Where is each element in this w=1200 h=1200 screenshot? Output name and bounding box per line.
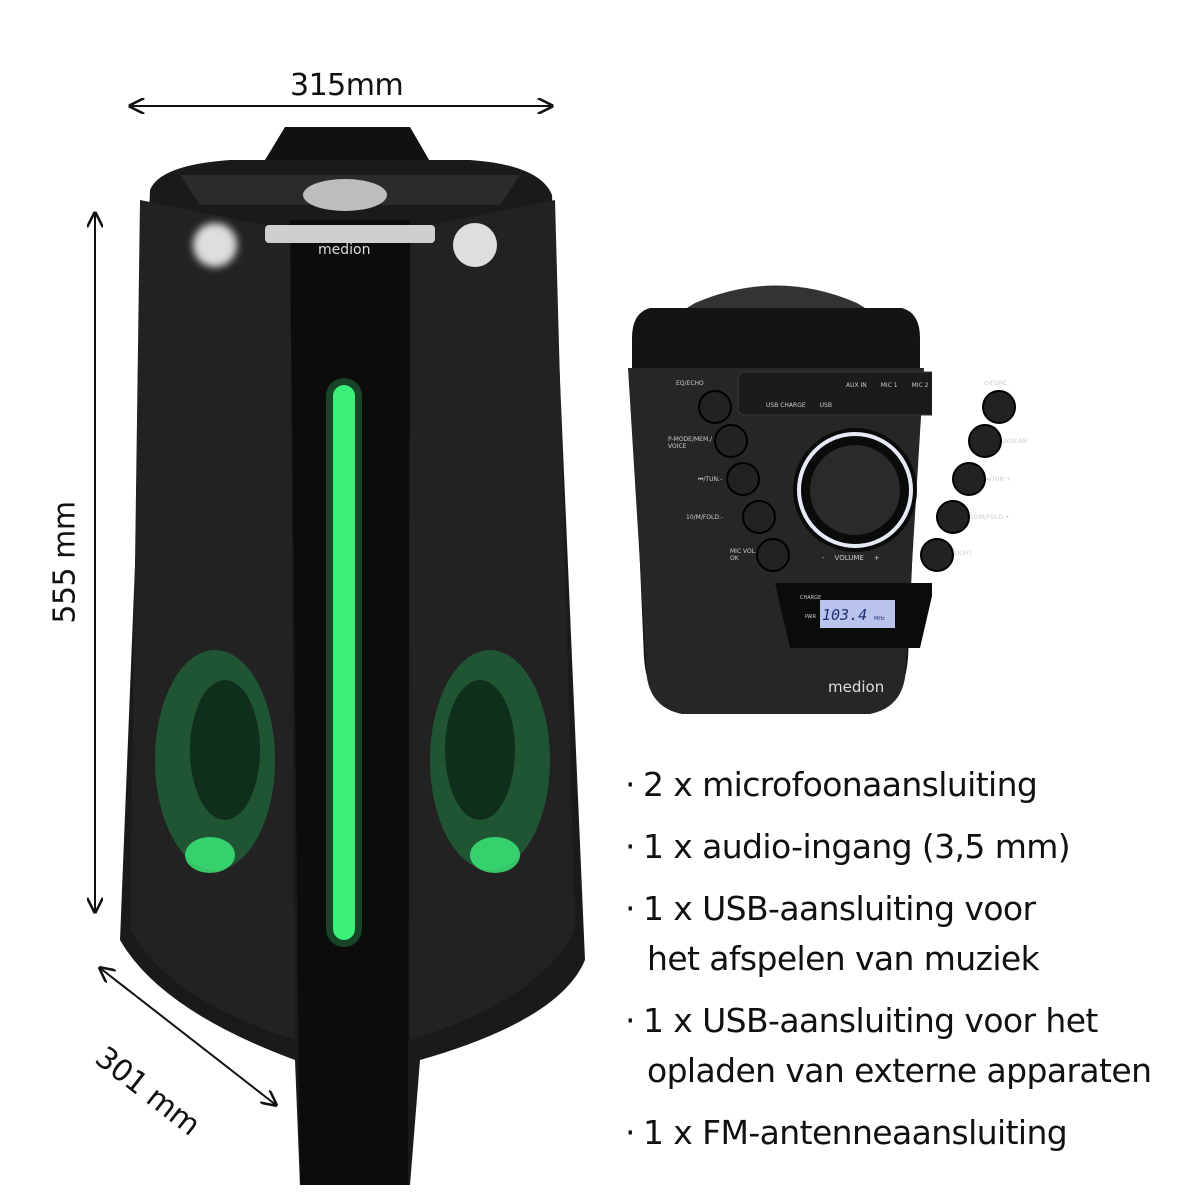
pair-indicator-label: PAIR bbox=[805, 614, 817, 620]
volume-label: VOLUME bbox=[834, 554, 864, 562]
left-button-column: EQ/ECHO P-MODE/MEM./ VOICE ⏮/TUN.- 10/M/… bbox=[668, 380, 790, 580]
eq-echo-button[interactable] bbox=[698, 390, 732, 424]
port-usb[interactable]: USB bbox=[819, 402, 832, 409]
feature-text-line2: het afspelen van muziek bbox=[647, 939, 1040, 978]
feature-text-line2: opladen van externe apparaten bbox=[647, 1051, 1152, 1090]
fold-plus-button[interactable] bbox=[936, 500, 970, 534]
volume-knob[interactable] bbox=[812, 426, 898, 512]
feature-text: 2 x microfoonaansluiting bbox=[643, 765, 1038, 804]
label-func: ⏻/FUNC. bbox=[984, 380, 1010, 387]
lcd-frequency: 103.4 bbox=[822, 606, 868, 624]
bullet: · bbox=[625, 1001, 635, 1040]
light-button[interactable] bbox=[920, 538, 954, 572]
label-tun-minus: ⏮/TUN.- bbox=[698, 476, 723, 483]
port-mic-2[interactable]: MIC 2 bbox=[911, 382, 929, 389]
power-func-button[interactable] bbox=[982, 390, 1016, 424]
port-mic-1[interactable]: MIC 1 bbox=[880, 382, 898, 389]
width-label: 315mm bbox=[290, 68, 404, 103]
label-fold-plus: 10/M/FOLD.+ bbox=[970, 514, 1010, 521]
feature-item: ·1 x USB-aansluiting voor het opladen van… bbox=[625, 996, 1152, 1096]
bullet: · bbox=[625, 765, 635, 804]
height-label: 555 mm bbox=[47, 501, 83, 624]
feature-list: ·2 x microfoonaansluiting ·1 x audio-ing… bbox=[625, 760, 1152, 1170]
volume-minus-label: - bbox=[822, 554, 825, 562]
volume-plus-label: + bbox=[873, 554, 880, 562]
port-row: USB CHARGE USB AUX IN MIC 1 MIC 2 bbox=[766, 382, 929, 409]
label-scan: ⏯/ʙ/SCAN bbox=[998, 438, 1027, 445]
feature-text: 1 x FM-antenneaansluiting bbox=[643, 1113, 1068, 1152]
mic-vol-button[interactable] bbox=[756, 538, 790, 572]
tun-plus-button[interactable] bbox=[952, 462, 986, 496]
feature-text: 1 x USB-aansluiting voor bbox=[643, 889, 1036, 928]
fold-minus-button[interactable] bbox=[742, 500, 776, 534]
volume-label-row: - VOLUME + bbox=[822, 554, 880, 562]
label-tun-plus: ⏭/TUN.+ bbox=[984, 476, 1011, 483]
feature-item: ·1 x FM-antenneaansluiting bbox=[625, 1108, 1151, 1158]
depth-arrow bbox=[100, 968, 276, 1105]
bullet: · bbox=[625, 1113, 635, 1152]
feature-text: 1 x audio-ingang (3,5 mm) bbox=[643, 827, 1071, 866]
charge-indicator-label: CHARGE bbox=[800, 595, 822, 601]
label-eq-echo: EQ/ECHO bbox=[676, 380, 704, 387]
lcd-unit: MHz bbox=[874, 616, 885, 622]
feature-item: ·2 x microfoonaansluiting bbox=[625, 760, 1151, 810]
feature-item: ·1 x audio-ingang (3,5 mm) bbox=[625, 822, 1151, 872]
right-button-column: ⏻/FUNC. ⏯/ʙ/SCAN ⏭/TUN.+ 10/M/FOLD.+ LIG… bbox=[918, 380, 1038, 580]
play-scan-button[interactable] bbox=[968, 424, 1002, 458]
label-mic-vol: MIC VOL./ OK bbox=[730, 548, 760, 562]
brand-logo-top: medion bbox=[828, 678, 885, 696]
bullet: · bbox=[625, 889, 635, 928]
bullet: · bbox=[625, 827, 635, 866]
speaker-front-view bbox=[120, 127, 585, 1185]
brand-logo-front: medion bbox=[318, 242, 371, 258]
dimension-arrows bbox=[0, 0, 585, 1185]
feature-text: 1 x USB-aansluiting voor het bbox=[643, 1001, 1098, 1040]
label-light: LIGHT bbox=[954, 550, 972, 557]
p-mode-button[interactable] bbox=[714, 424, 748, 458]
port-aux-in[interactable]: AUX IN bbox=[845, 382, 867, 389]
tun-minus-button[interactable] bbox=[726, 462, 760, 496]
label-fold-minus: 10/M/FOLD.- bbox=[686, 514, 724, 521]
label-p-mode: P-MODE/MEM./ VOICE bbox=[668, 436, 713, 450]
feature-item: ·1 x USB-aansluiting voor het afspelen va… bbox=[625, 884, 1151, 984]
port-usb-charge[interactable]: USB CHARGE bbox=[766, 402, 806, 409]
